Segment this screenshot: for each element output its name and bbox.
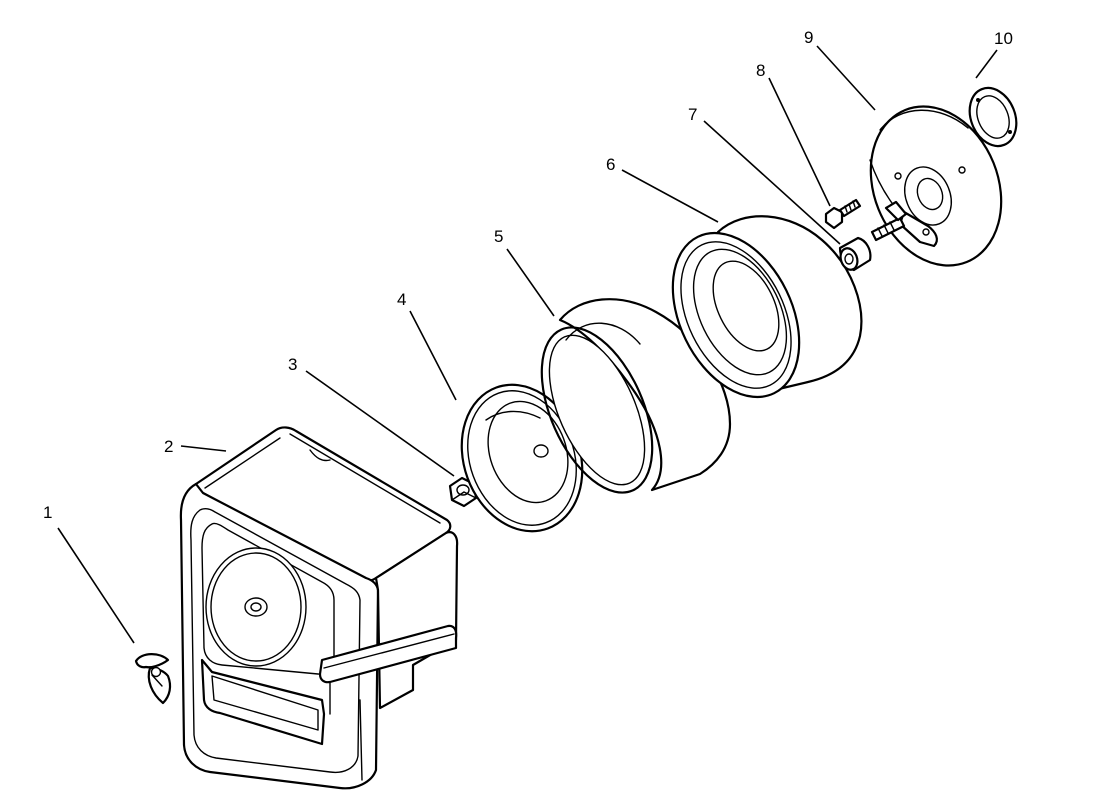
leader-7 [703,120,841,245]
callout-2: 2 [164,437,173,456]
callout-7: 7 [688,105,697,124]
part-5-pre-cleaner-foam [540,298,732,494]
part-1-wing-nut [134,653,172,705]
leader-2 [180,445,227,452]
callout-5: 5 [494,227,503,246]
leader-9 [816,45,876,111]
leader-8 [768,77,831,207]
part-9-back-plate [869,105,1003,267]
leader-3 [305,370,455,477]
part-2-air-cleaner-cover [179,426,459,790]
callout-1: 1 [43,503,52,522]
callout-4: 4 [397,290,406,309]
part-7-spacer [838,236,872,272]
leader-4 [409,310,457,401]
part-6-paper-element [671,215,863,399]
callout-3: 3 [288,355,297,374]
part-10-gasket [968,86,1018,148]
leader-5 [506,248,555,317]
part-8-bolt [824,198,862,230]
callout-labels: 1 2 3 4 5 6 7 8 9 10 [43,28,1013,522]
callout-8: 8 [756,61,765,80]
callout-6: 6 [606,155,615,174]
leader-lines [57,45,998,644]
leader-6 [621,169,719,223]
callout-10: 10 [994,29,1013,48]
callout-9: 9 [804,28,813,47]
leader-10 [975,49,998,79]
leader-1 [57,527,135,644]
